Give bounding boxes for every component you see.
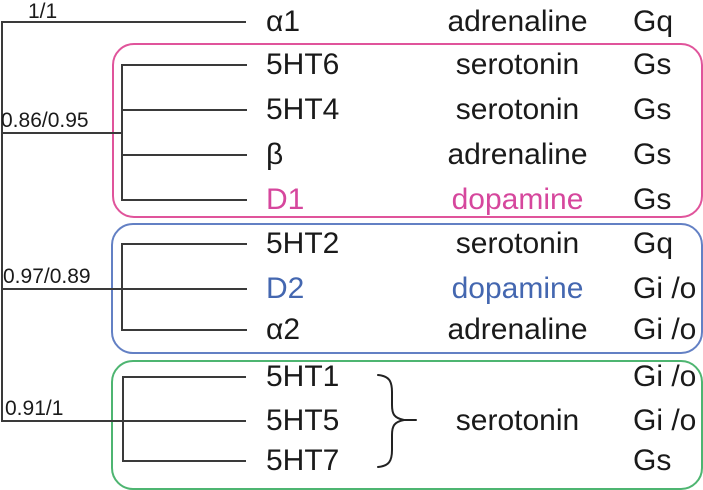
- gprotein-label: Gi /o: [633, 272, 697, 305]
- receptor-label: 5HT5: [266, 404, 340, 437]
- receptor-label: β: [266, 138, 284, 171]
- ligand-label: adrenaline: [447, 313, 588, 346]
- receptor-label: 5HT1: [266, 360, 340, 393]
- gprotein-label: Gi /o: [633, 313, 697, 346]
- ligand-label: serotonin: [455, 48, 580, 81]
- ligand-label-dopamine: dopamine: [451, 272, 584, 305]
- support-value-root: 1/1: [28, 0, 58, 23]
- ligand-label: serotonin: [455, 93, 580, 126]
- ligand-label: serotonin: [455, 227, 580, 260]
- gprotein-label: Gs: [633, 48, 672, 81]
- receptor-label: 5HT4: [266, 93, 340, 126]
- gprotein-label: Gs: [633, 138, 672, 171]
- support-value-serotonin-clade: 0.91/1: [5, 397, 64, 420]
- receptor-label: 5HT6: [266, 48, 340, 81]
- gs-family-box: [112, 43, 703, 218]
- ligand-label-serotonin-shared: serotonin: [455, 404, 580, 437]
- receptor-label: 5HT7: [266, 444, 340, 477]
- support-value-gs-clade: 0.86/0.95: [1, 109, 89, 132]
- receptor-label: α1: [266, 5, 301, 38]
- gprotein-label: Gi /o: [633, 360, 697, 393]
- receptor-label-d1: D1: [266, 183, 305, 216]
- receptor-label: 5HT2: [266, 227, 340, 260]
- gprotein-label: Gs: [633, 93, 672, 126]
- ligand-label-dopamine: dopamine: [451, 183, 584, 216]
- support-value-gq-gio-clade: 0.97/0.89: [3, 265, 91, 288]
- gprotein-label: Gi /o: [633, 404, 697, 437]
- receptor-label: α2: [266, 313, 301, 346]
- gprotein-label: Gs: [633, 183, 672, 216]
- gprotein-label: Gq: [633, 5, 674, 38]
- gprotein-label: Gq: [633, 227, 674, 260]
- gprotein-label: Gs: [633, 444, 672, 477]
- receptor-label-d2: D2: [266, 272, 305, 305]
- ligand-label: adrenaline: [447, 5, 588, 38]
- serotonin-family-box: [111, 360, 703, 490]
- ligand-label: adrenaline: [447, 138, 588, 171]
